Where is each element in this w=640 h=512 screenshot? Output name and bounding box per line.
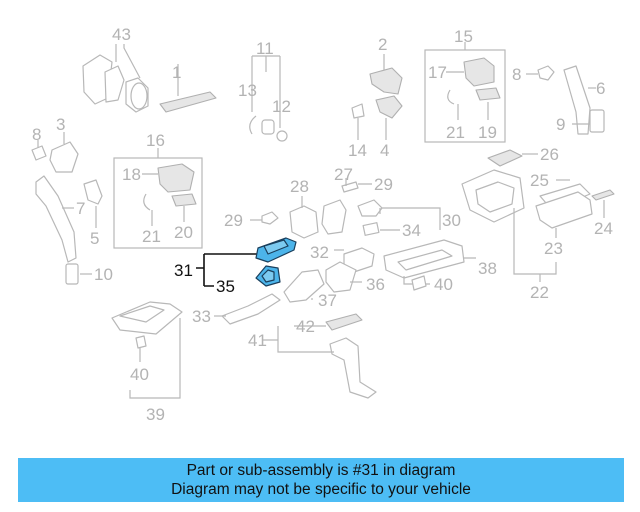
callout-label: 20	[174, 223, 193, 242]
callout-label: 2	[378, 35, 387, 54]
part-37-duct	[283, 269, 325, 303]
callout-31-bracket	[196, 253, 258, 287]
part-5-bracket	[83, 179, 103, 205]
parts-diagram	[31, 42, 615, 399]
part-26-panel	[487, 149, 523, 167]
callout-label: 14	[348, 141, 367, 160]
part-9-vent	[589, 109, 605, 133]
part-10-vent	[65, 263, 79, 285]
part-2-bracket	[369, 67, 403, 95]
callout-label: 38	[478, 259, 497, 278]
part-27-pin	[341, 181, 359, 193]
part-30-fastener	[357, 199, 383, 217]
callout-label: 5	[90, 229, 99, 248]
callout-label: 40	[434, 275, 453, 294]
callout-label: 40	[130, 365, 149, 384]
callout-label: 29	[224, 211, 243, 230]
callout-label: 43	[112, 25, 131, 44]
callout-label: 7	[76, 199, 85, 218]
part-8-clip-left	[31, 145, 47, 161]
callout-label: 33	[192, 307, 211, 326]
callout-label: 34	[402, 221, 421, 240]
callout-label: 8	[32, 125, 41, 144]
callout-label: 4	[380, 141, 389, 160]
callout-label: 18	[122, 165, 141, 184]
callout-label: 27	[334, 165, 353, 184]
part-33-duct	[221, 293, 281, 325]
part-7-pillar-duct	[35, 175, 77, 263]
callout-label: 21	[142, 227, 161, 246]
callout-label: 3	[56, 115, 65, 134]
callout-label-highlighted: 31	[174, 261, 193, 280]
part-13-clip	[249, 115, 257, 135]
part-23-tray	[535, 191, 593, 229]
banner-line-part-number: Part or sub-assembly is #31 in diagram	[186, 462, 456, 479]
part-4-bracket	[375, 95, 403, 119]
callout-label: 11	[256, 39, 274, 58]
part-24-strip	[591, 189, 615, 201]
part-28-duct	[289, 205, 319, 239]
callout-label: 21	[446, 123, 465, 142]
callout-label: 13	[238, 81, 257, 100]
part-1-trim-strip	[159, 91, 217, 113]
part-29-fastener	[261, 211, 279, 225]
info-banner: Part or sub-assembly is #31 in diagram D…	[18, 458, 624, 502]
part-42-panel	[325, 313, 363, 331]
callout-label: 37	[318, 291, 337, 310]
part-14-grommet	[351, 103, 365, 119]
callout-label: 36	[366, 275, 385, 294]
part-3-bezel	[49, 141, 79, 173]
part-8-clip-right	[537, 65, 555, 81]
part-34-clip	[362, 222, 380, 236]
callout-label: 42	[296, 317, 315, 336]
callout-label: 8	[512, 65, 521, 84]
callout-label: 6	[596, 79, 605, 98]
callout-label: 25	[530, 171, 549, 190]
callout-label: 15	[454, 27, 473, 46]
callout-label: 30	[442, 211, 461, 230]
part-6-duct	[563, 65, 591, 135]
part-43-housings	[82, 54, 149, 113]
banner-line-disclaimer: Diagram may not be specific to your vehi…	[171, 481, 471, 498]
part-36-duct	[325, 261, 357, 293]
callout-label: 1	[172, 63, 181, 82]
callout-label: 26	[540, 145, 559, 164]
callout-label: 9	[556, 115, 565, 134]
callout-label: 28	[290, 177, 309, 196]
callout-label: 17	[428, 63, 447, 82]
callout-label: 32	[310, 243, 329, 262]
callout-label: 24	[594, 219, 613, 238]
callout-label: 10	[94, 265, 113, 284]
callout-label: 16	[146, 131, 165, 150]
callout-label-highlighted: 35	[216, 277, 235, 296]
callout-label: 22	[530, 283, 549, 302]
callout-label: 39	[146, 405, 165, 424]
callout-label: 23	[544, 239, 563, 258]
part-41-duct	[329, 337, 377, 399]
callout-label: 19	[478, 123, 497, 142]
callout-label: 12	[272, 97, 291, 116]
callout-label: 41	[248, 331, 267, 350]
callout-labels: 43 1 11 13 12 2 15 17 21 19 8 6 9 3 8 16…	[32, 25, 613, 424]
callout-label: 29	[374, 175, 393, 194]
